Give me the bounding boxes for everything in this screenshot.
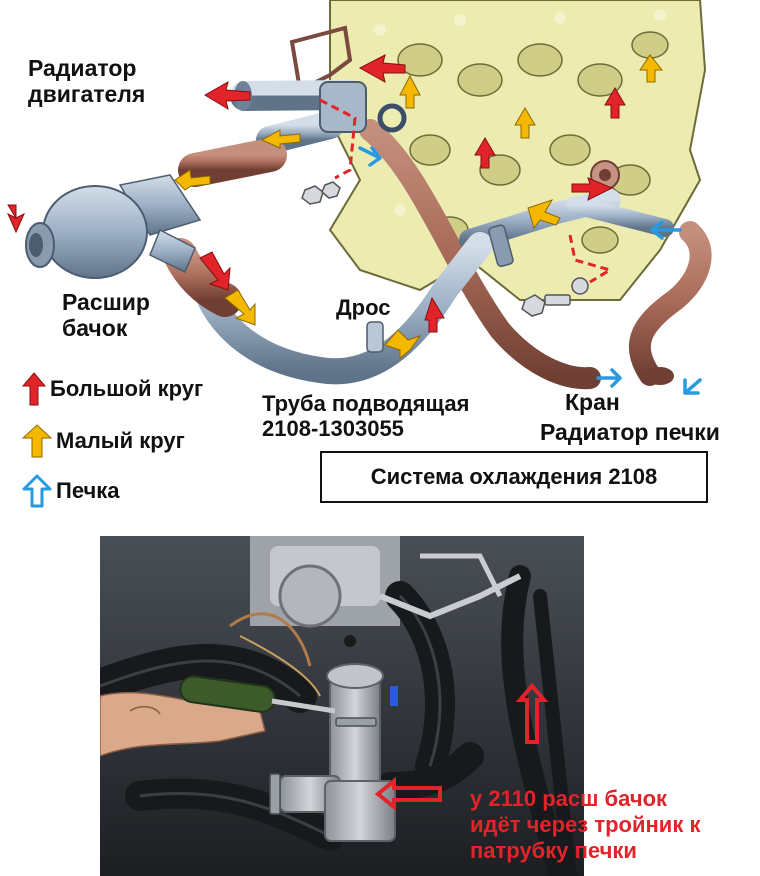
photo-note: у 2110 расш бачок идёт через тройник к п… <box>470 786 701 863</box>
legend-label: Малый круг <box>56 428 185 453</box>
engine-bay-photo <box>100 536 584 876</box>
legend-label: Большой круг <box>50 376 204 401</box>
yellow-arrow-icon <box>22 424 52 458</box>
engine-block <box>328 0 707 301</box>
legend-heater: Печка <box>22 474 120 508</box>
label-engine-radiator: Радиатор двигателя <box>28 55 146 107</box>
legend-label: Печка <box>56 478 120 503</box>
blue-arrow-icon <box>22 474 52 508</box>
blue-flow-arrows <box>358 146 702 395</box>
label-supply-pipe: Труба подводящая 2108-1303055 <box>262 391 470 441</box>
thermostat-housing <box>25 174 202 279</box>
heater-hose-long <box>359 119 601 390</box>
heater-hose-right <box>628 221 712 386</box>
label-heater-radiator: Радиатор печки <box>540 419 720 445</box>
label-expansion-tank: Расшир бачок <box>62 289 150 341</box>
red-arrow-icon <box>22 372 46 406</box>
cooling-system-diagram <box>6 0 712 395</box>
legend-big-circle: Большой круг <box>22 372 203 406</box>
label-throttle: Дрос <box>336 295 391 320</box>
mid-hose <box>178 138 287 187</box>
label-valve: Кран <box>565 389 620 415</box>
legend-small-circle: Малый круг <box>22 424 185 458</box>
red-flow-arrows <box>6 54 626 333</box>
diagram-title: Система охлаждения 2108 <box>320 451 708 503</box>
yellow-flow-arrows <box>174 54 664 360</box>
